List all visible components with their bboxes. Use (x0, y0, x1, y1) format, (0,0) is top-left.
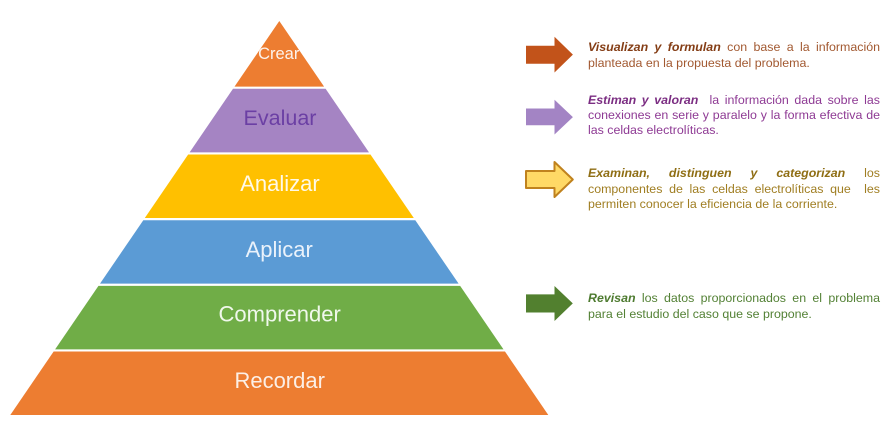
svg-text:Aplicar: Aplicar (246, 237, 313, 262)
svg-text:Recordar: Recordar (234, 368, 324, 393)
svg-text:Crear: Crear (258, 45, 300, 63)
svg-text:Evaluar: Evaluar (244, 106, 317, 130)
svg-text:Analizar: Analizar (240, 171, 319, 196)
svg-text:Comprender: Comprender (219, 301, 341, 326)
